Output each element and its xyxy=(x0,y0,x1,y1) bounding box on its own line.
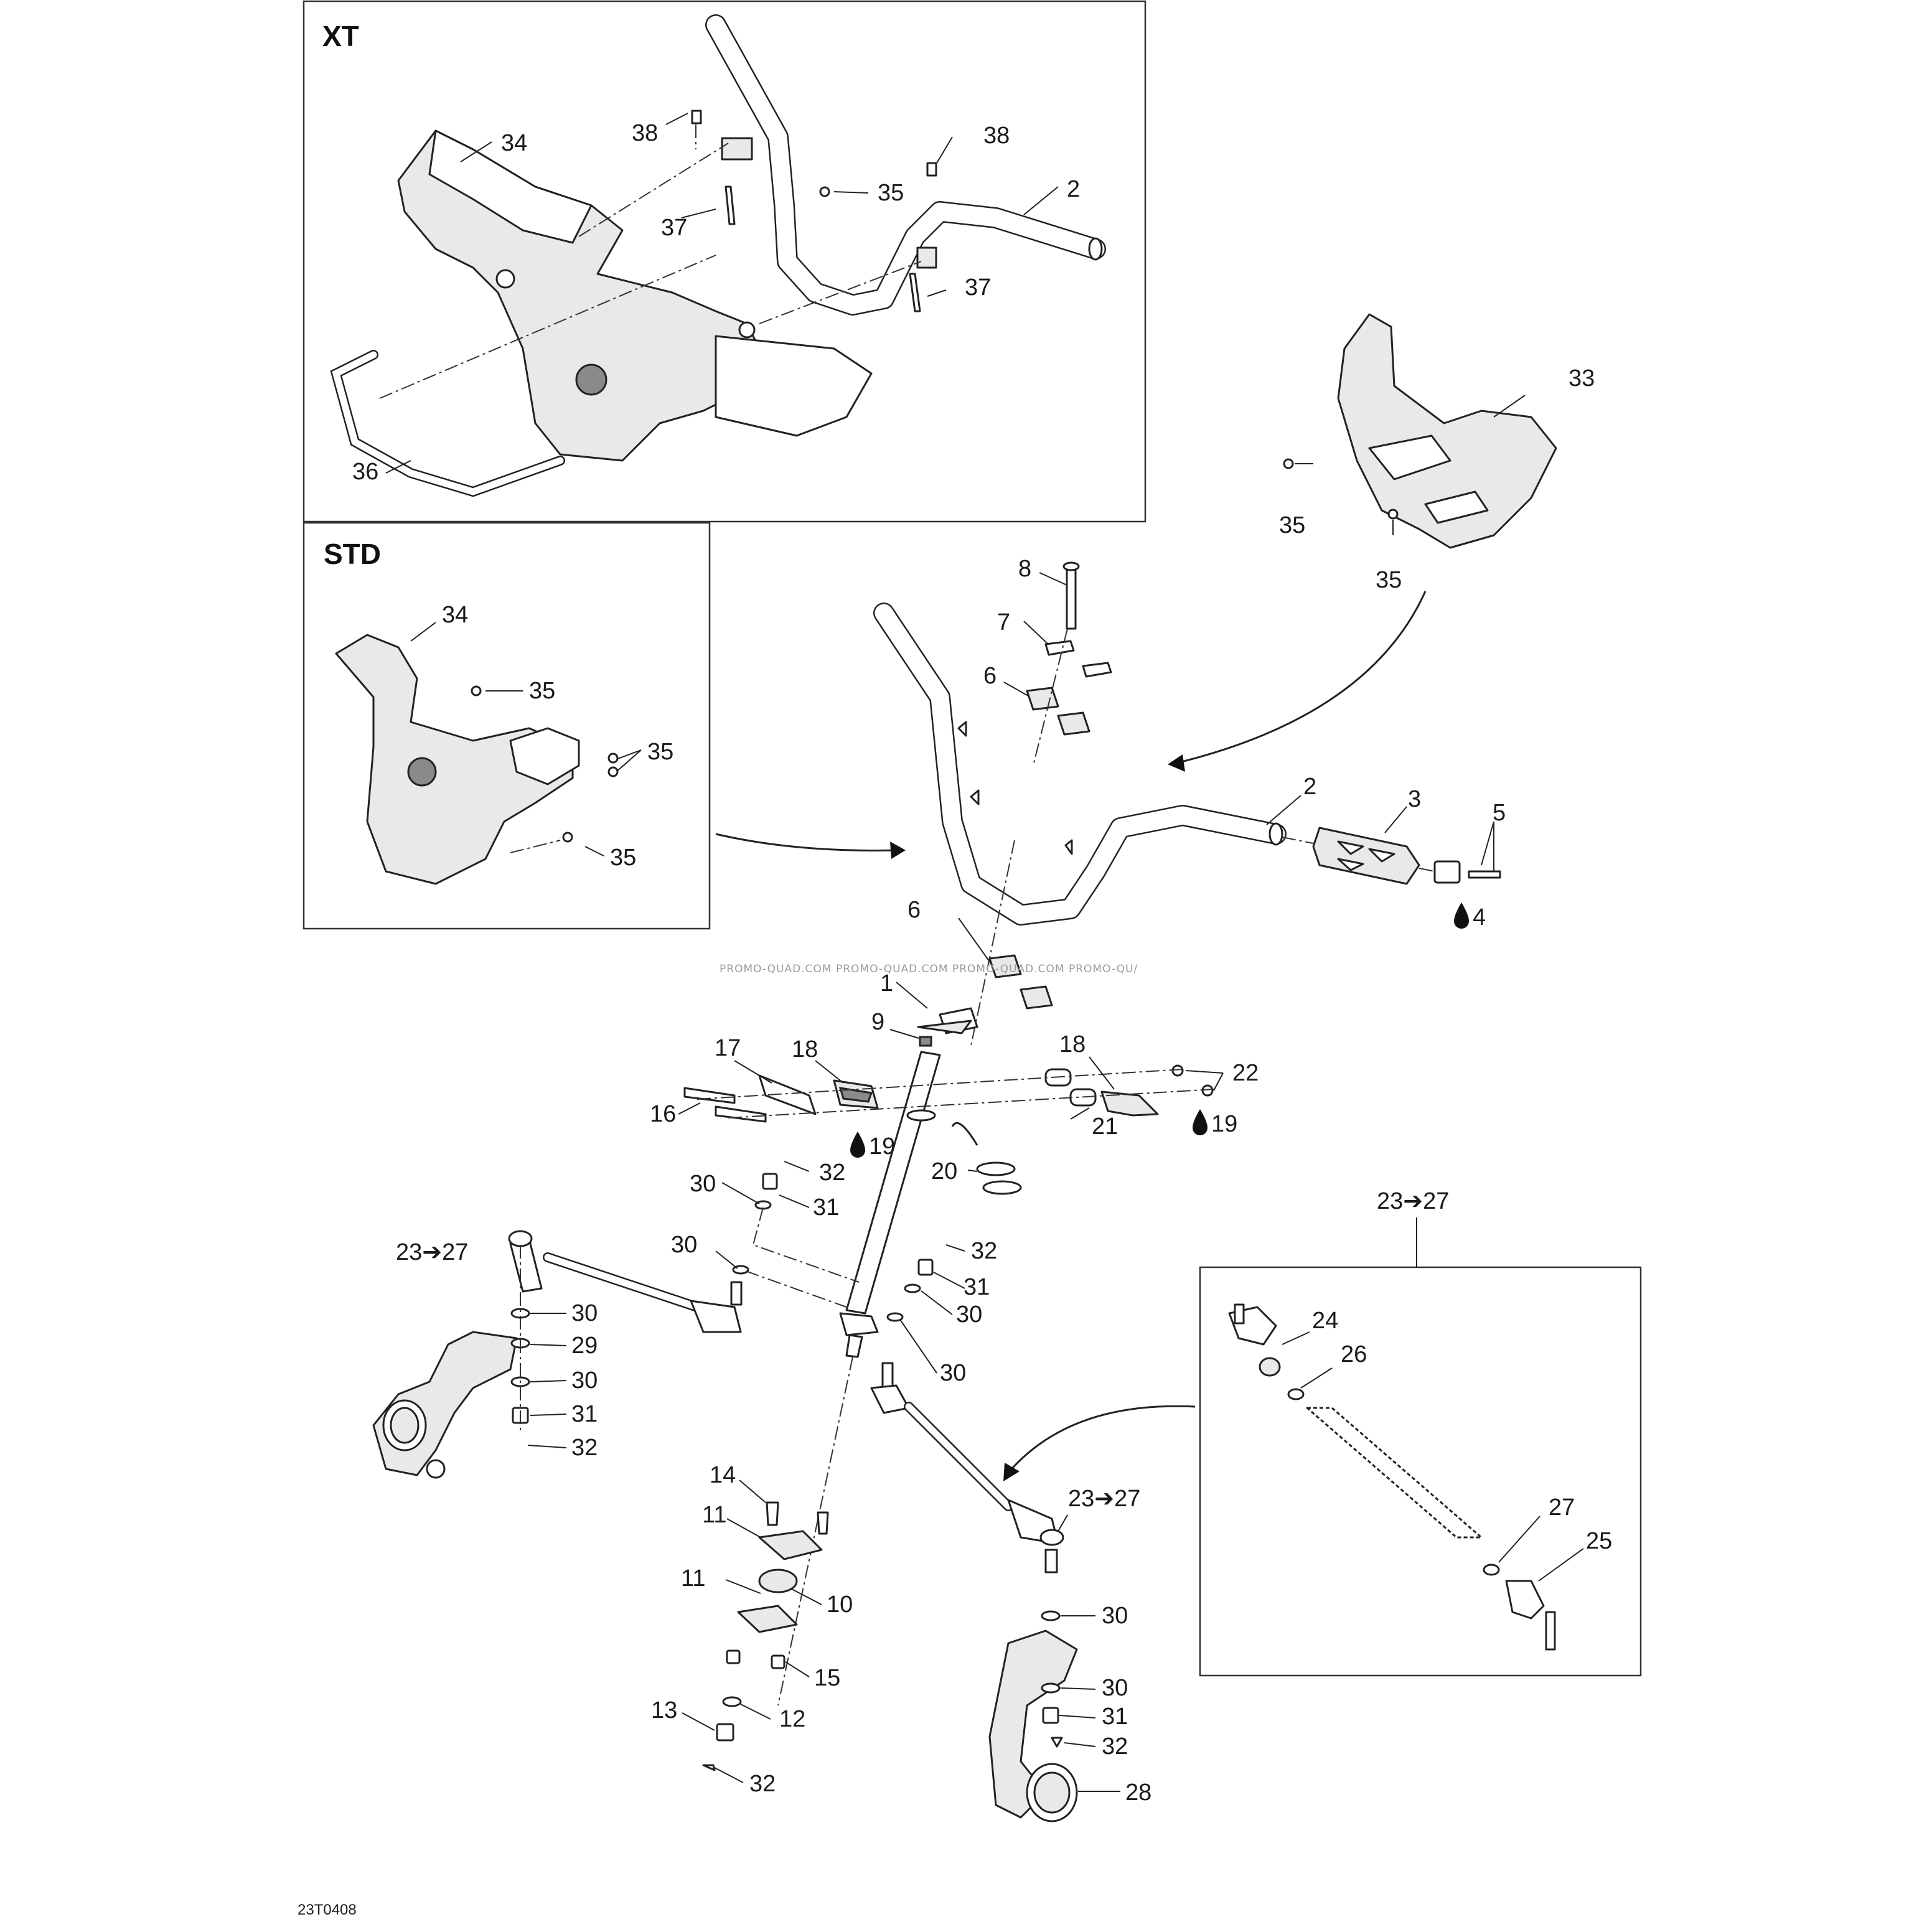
watermark: PROMO-QUAD.COM PROMO-QUAD.COM PROMO-QUAD… xyxy=(720,963,1138,975)
callout-24: 24 xyxy=(1312,1308,1338,1334)
callout-30-a: 30 xyxy=(690,1171,716,1197)
std-panel-title: STD xyxy=(324,538,381,570)
upper-clamps xyxy=(988,561,1112,1010)
drawing-code: 23T0408 xyxy=(298,1902,357,1918)
hand-guard-assembly: 33 35 35 xyxy=(1168,313,1595,772)
callout-35-br-a: 35 xyxy=(1279,512,1305,538)
callout-32-c: 32 xyxy=(571,1435,598,1461)
callout-5: 5 xyxy=(1493,800,1506,826)
callout-32-d: 32 xyxy=(749,1771,776,1797)
bar-end xyxy=(1433,860,1501,884)
grip xyxy=(1312,827,1420,885)
callout-11-a: 11 xyxy=(702,1502,726,1528)
callout-2-xt: 2 xyxy=(1067,176,1080,202)
callout-30-e: 30 xyxy=(571,1300,598,1326)
callout-19-r: 19 xyxy=(1211,1111,1237,1137)
std-panel-frame xyxy=(302,522,711,930)
callout-30-c: 30 xyxy=(956,1301,982,1328)
xt-hardware xyxy=(691,110,937,312)
tie-rod-detail-panel: 23➔27 24 26 27 25 xyxy=(1199,1188,1642,1677)
callout-35-std-c: 35 xyxy=(610,845,636,871)
callout-10: 10 xyxy=(827,1592,853,1618)
callout-25: 25 xyxy=(1586,1528,1612,1554)
callout-8: 8 xyxy=(1018,556,1031,582)
callout-9: 9 xyxy=(871,1009,884,1035)
std-panel: STD 34 35 35 35 xyxy=(302,522,906,930)
xt-handlebar-cover xyxy=(397,129,873,462)
std-handlebar-cover xyxy=(335,634,580,885)
callout-32-b: 32 xyxy=(971,1238,997,1264)
pitman-hardware xyxy=(732,1173,934,1322)
column-support xyxy=(683,1064,1214,1195)
callout-31-a: 31 xyxy=(813,1194,839,1221)
callout-21: 21 xyxy=(1092,1114,1118,1140)
callout-23-right: 23➔27 xyxy=(1068,1486,1140,1512)
callout-20: 20 xyxy=(931,1158,957,1184)
callout-30-f: 30 xyxy=(571,1367,598,1394)
detail-panel-frame xyxy=(1199,1266,1642,1677)
xt-panel-title: XT xyxy=(322,20,359,52)
callout-1: 1 xyxy=(880,970,893,996)
callout-35-std-b: 35 xyxy=(647,739,673,765)
xt-panel-frame xyxy=(302,0,1147,523)
callout-30-g: 30 xyxy=(1102,1603,1128,1629)
callout-13: 13 xyxy=(651,1697,677,1723)
callout-32-a: 32 xyxy=(819,1160,845,1186)
detail-panel-label: 23➔27 xyxy=(1377,1188,1449,1214)
left-tie-rod xyxy=(508,1230,743,1333)
callout-27: 27 xyxy=(1549,1494,1575,1521)
callout-22: 22 xyxy=(1232,1060,1259,1086)
callout-17: 17 xyxy=(715,1035,741,1061)
callout-19-l: 19 xyxy=(869,1133,895,1160)
callout-31-c: 31 xyxy=(571,1401,598,1427)
xt-panel: XT xyxy=(302,0,1147,523)
callout-38-a: 38 xyxy=(632,120,658,146)
callout-2: 2 xyxy=(1303,774,1316,800)
callout-36: 36 xyxy=(352,459,378,485)
callout-28: 28 xyxy=(1125,1780,1151,1806)
callout-4: 4 xyxy=(1473,904,1486,931)
callout-15: 15 xyxy=(814,1665,840,1691)
xt-handlebar xyxy=(705,14,1106,316)
callout-31-d: 31 xyxy=(1102,1704,1128,1730)
main-handlebar xyxy=(873,603,1287,926)
callout-23-left: 23➔27 xyxy=(396,1239,468,1265)
callout-11-b: 11 xyxy=(681,1565,705,1592)
callout-38-b: 38 xyxy=(983,123,1010,149)
left-knuckle xyxy=(372,1331,518,1479)
lower-bearing xyxy=(716,1501,829,1742)
callout-37-b: 37 xyxy=(965,274,991,301)
callout-6-bot: 6 xyxy=(907,897,921,923)
callout-35-std-a: 35 xyxy=(529,678,555,704)
callout-3: 3 xyxy=(1408,786,1421,812)
callout-26: 26 xyxy=(1341,1341,1367,1367)
callout-30-d: 30 xyxy=(940,1360,966,1386)
callout-35-br-b: 35 xyxy=(1376,567,1402,593)
callout-16: 16 xyxy=(650,1101,676,1127)
right-knuckle xyxy=(988,1630,1078,1822)
callout-34-xt: 34 xyxy=(501,130,527,156)
callout-29: 29 xyxy=(571,1333,598,1359)
right-tie-rod xyxy=(870,1362,1064,1573)
callout-7: 7 xyxy=(997,609,1010,635)
callout-30-b: 30 xyxy=(671,1232,697,1258)
right-hardware xyxy=(1041,1610,1063,1748)
callout-34-std: 34 xyxy=(442,602,468,628)
callout-32-e: 32 xyxy=(1102,1733,1128,1760)
callout-14: 14 xyxy=(710,1462,736,1488)
callout-35-xt: 35 xyxy=(878,180,904,206)
steering-column xyxy=(839,1007,978,1358)
callout-30-h: 30 xyxy=(1102,1675,1128,1701)
callout-6-top: 6 xyxy=(983,663,996,689)
left-hardware xyxy=(510,1308,530,1424)
callout-18-l: 18 xyxy=(792,1036,818,1062)
callout-31-b: 31 xyxy=(964,1274,990,1300)
callout-12: 12 xyxy=(779,1706,805,1732)
callout-18-r: 18 xyxy=(1059,1031,1086,1057)
callout-37-a: 37 xyxy=(661,215,687,241)
callout-33: 33 xyxy=(1569,365,1595,392)
